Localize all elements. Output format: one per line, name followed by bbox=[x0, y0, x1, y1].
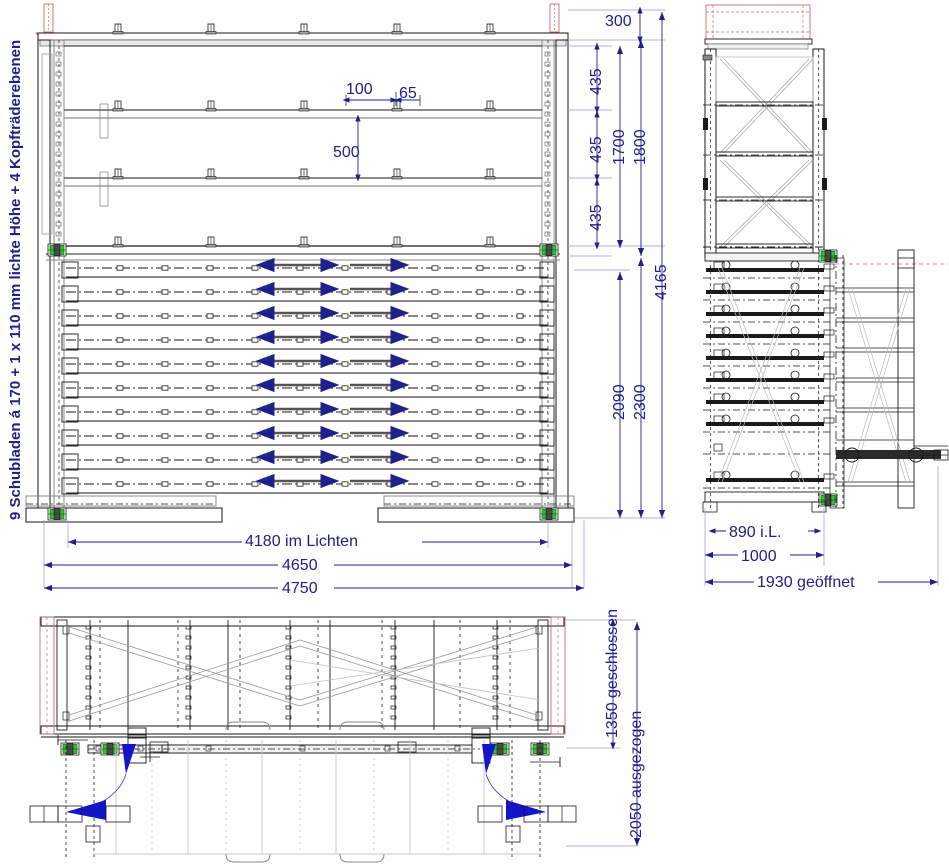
dim-4650: 4650 bbox=[282, 557, 318, 574]
dim-300: 300 bbox=[605, 13, 632, 30]
dim-4165: 4165 bbox=[653, 264, 670, 300]
side-drawer-row bbox=[703, 392, 835, 411]
drawer-row bbox=[61, 353, 555, 375]
dim-1800: 1800 bbox=[632, 129, 649, 165]
side-drawer-row bbox=[703, 370, 835, 389]
shelf-level-4 bbox=[46, 236, 560, 261]
shelf-levels bbox=[46, 23, 560, 261]
side-top-red-frame bbox=[705, 4, 811, 40]
drawer-row bbox=[61, 281, 555, 303]
front-horizontal-dimensions: 4180 im Lichten 4650 4750 bbox=[43, 520, 585, 597]
base-feet bbox=[25, 495, 575, 523]
side-opened-module bbox=[828, 249, 949, 509]
plan-vertical-dimensions: 1350 geschlossen 2050 ausgezogen bbox=[566, 609, 645, 847]
drawer-row bbox=[61, 473, 555, 495]
swing-arrow bbox=[66, 744, 136, 820]
dim-435-a: 435 bbox=[588, 68, 605, 95]
side-horizontal-rails bbox=[702, 54, 827, 249]
dim-1000: 1000 bbox=[741, 548, 777, 565]
side-drawer-row bbox=[703, 326, 835, 345]
dim-435-b: 435 bbox=[588, 136, 605, 163]
top-rail-beam bbox=[37, 32, 569, 47]
dim-435-c: 435 bbox=[588, 204, 605, 231]
dim-2300: 2300 bbox=[632, 384, 649, 420]
swing-arrow bbox=[482, 744, 546, 820]
drawer-row bbox=[61, 401, 555, 423]
left-vertical-label: 9 Schubladen á 170 + 1 x 110 mm lichte H… bbox=[7, 40, 24, 520]
side-drawer-row bbox=[703, 348, 835, 367]
plan-front-rail bbox=[57, 727, 561, 767]
dim-4750: 4750 bbox=[282, 580, 318, 597]
side-upper-beam-bottom bbox=[704, 249, 838, 263]
side-elevation-view: 890 i.L. 1000 1930 geöffnet bbox=[702, 4, 949, 591]
drawer-row bbox=[61, 305, 555, 327]
side-drawer-row bbox=[703, 304, 835, 323]
side-drawer-row bbox=[703, 282, 835, 301]
dim-1700: 1700 bbox=[611, 129, 628, 165]
side-drawer-row bbox=[703, 260, 835, 279]
side-drawer-bracing bbox=[717, 267, 805, 483]
side-top-beam bbox=[704, 38, 813, 50]
plan-diagonal-bracing bbox=[65, 625, 541, 723]
shelf-level-3 bbox=[64, 168, 542, 207]
dim-2050-ausgezogen: 2050 ausgezogen bbox=[628, 711, 645, 838]
dim-100: 100 bbox=[346, 81, 373, 98]
side-drawer-row bbox=[703, 443, 830, 455]
front-elevation-view: 100 65 500 300 435 bbox=[25, 3, 670, 597]
column-perforations-left bbox=[55, 51, 62, 237]
dim-890-il: 890 i.L. bbox=[729, 524, 781, 541]
dim-2090: 2090 bbox=[611, 384, 628, 420]
detail-dimensions: 100 65 500 bbox=[333, 81, 421, 182]
drawer-levels bbox=[61, 257, 555, 495]
drawer-row bbox=[61, 449, 555, 471]
dim-500: 500 bbox=[333, 144, 360, 161]
drawer-row bbox=[61, 425, 555, 447]
plan-uprights bbox=[85, 620, 511, 730]
dim-1930-geoeffnet: 1930 geöffnet bbox=[757, 574, 855, 591]
shelf-level-1 bbox=[64, 23, 542, 47]
drawer-row bbox=[61, 257, 555, 279]
plan-swing-arrows bbox=[29, 744, 577, 843]
plan-section-view: 1350 geschlossen 2050 ausgezogen bbox=[29, 609, 645, 863]
drawer-row bbox=[61, 377, 555, 399]
dim-4180-im-lichten: 4180 im Lichten bbox=[245, 533, 358, 550]
side-drawer-row bbox=[703, 414, 835, 433]
side-drawer-levels bbox=[702, 260, 838, 513]
left-vertical-label-text: 9 Schubladen á 170 + 1 x 110 mm lichte H… bbox=[7, 40, 24, 520]
front-vertical-dimension-chains: 300 435 435 435 1700 1800 2090 2300 4165 bbox=[568, 6, 670, 519]
side-frame-posts bbox=[704, 48, 825, 510]
dim-65: 65 bbox=[399, 85, 417, 102]
shelf-level-2 bbox=[64, 100, 542, 139]
plan-drawer-outlines bbox=[65, 721, 541, 863]
side-horizontal-dimensions: 890 i.L. 1000 1930 geöffnet bbox=[704, 466, 939, 591]
plan-outer-frame bbox=[39, 616, 566, 738]
dim-1350-geschlossen: 1350 geschlossen bbox=[604, 609, 621, 738]
drawer-row bbox=[61, 329, 555, 351]
column-perforations-right bbox=[544, 51, 551, 237]
